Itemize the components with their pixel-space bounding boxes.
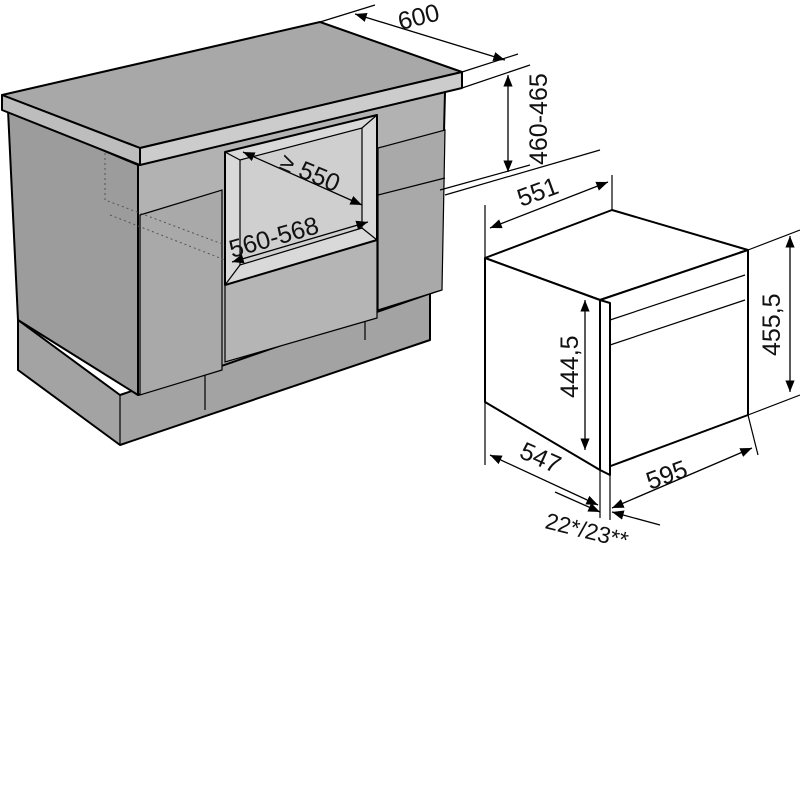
oven-total-height-label: 455,5	[758, 293, 786, 356]
oven-front-thickness	[599, 299, 611, 476]
oven-dimension-lines	[484, 175, 800, 526]
oven-body-height-label: 444,5	[556, 335, 584, 398]
cabinet-left-door	[139, 189, 223, 396]
oven-front-width-label: 595	[642, 455, 691, 496]
oven-top-depth-label: 551	[513, 172, 562, 213]
kitchen-cabinet	[1, 21, 463, 446]
built-in-oven	[484, 209, 749, 476]
cabinet-right-door	[377, 129, 446, 311]
worktop-height-label: 460-465	[525, 73, 553, 165]
cabinet-dimension-lines	[231, 4, 601, 264]
oven-front-thickness-label: 22*/23**	[543, 508, 631, 554]
worktop-depth-label: 600	[395, 0, 442, 36]
worktop-side-edge	[1, 94, 141, 166]
oven-control-strip	[609, 274, 746, 346]
